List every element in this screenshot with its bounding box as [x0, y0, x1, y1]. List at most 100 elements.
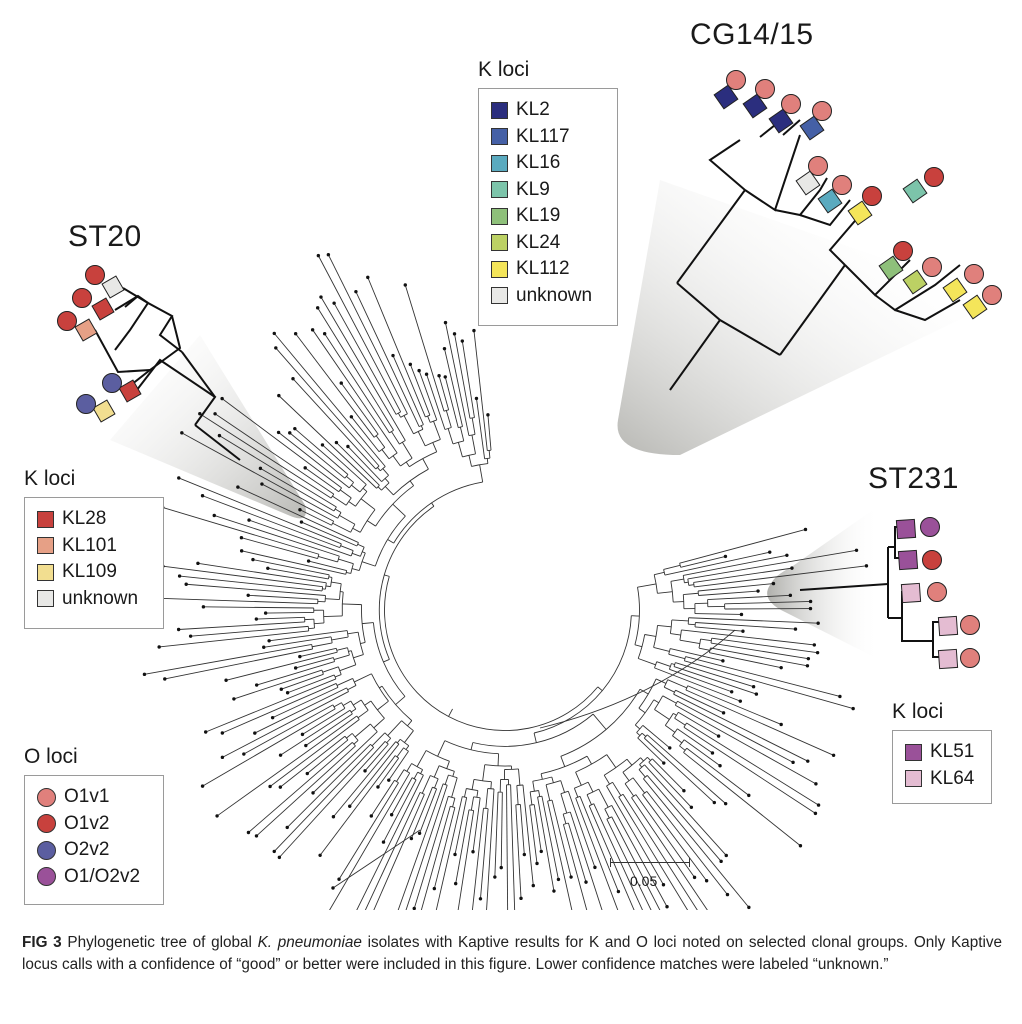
tree-branch	[551, 799, 572, 878]
swatch-square-icon	[491, 207, 508, 225]
tree-branch	[295, 333, 375, 438]
tree-tip	[417, 831, 422, 835]
tree-branch	[637, 583, 657, 588]
tree-branch	[646, 775, 722, 862]
tree-tip	[768, 550, 772, 554]
st20-zoom-wedge	[110, 335, 306, 519]
tree-branch	[642, 794, 707, 882]
tree-arc	[381, 474, 389, 482]
tree-arc	[335, 648, 338, 653]
tree-branch	[349, 743, 400, 807]
tree-branch	[468, 455, 472, 467]
tree-tip	[616, 889, 621, 894]
tree-branch	[683, 592, 699, 596]
tree-branch	[269, 630, 348, 642]
inset-branch	[122, 287, 149, 304]
tree-tip	[389, 813, 394, 817]
st231-title: ST231	[868, 462, 959, 495]
tree-tip	[285, 825, 289, 830]
tree-tip	[239, 536, 244, 540]
tree-branch	[327, 254, 408, 414]
tree-tip	[741, 629, 745, 633]
tree-branch	[273, 747, 375, 852]
tree-branch	[302, 707, 346, 735]
tree-tip	[246, 593, 250, 597]
legend-label: KL16	[516, 152, 561, 174]
inset-branch	[799, 199, 851, 227]
tree-tip	[319, 295, 323, 299]
tree-tip	[157, 645, 161, 649]
tree-branch	[433, 765, 440, 778]
tree-arc	[683, 656, 686, 661]
tree-branch	[248, 594, 318, 600]
tree-tip	[478, 897, 483, 901]
tree-branch	[688, 623, 696, 626]
tree-tip	[665, 905, 669, 909]
tree-tip	[239, 549, 244, 553]
tree-branch	[606, 785, 664, 885]
tree-arc	[466, 788, 478, 792]
tree-tip	[188, 634, 193, 638]
tree-tip	[163, 677, 167, 681]
tree-branch	[420, 769, 424, 774]
o-locus-circle-icon	[812, 101, 832, 121]
tree-branch	[672, 735, 683, 744]
tree-branch	[598, 788, 609, 808]
tree-branch	[205, 678, 337, 733]
tree-branch	[634, 644, 643, 648]
k-locus-square-icon	[902, 178, 928, 204]
tree-arc	[425, 750, 450, 762]
tree-branch	[497, 753, 500, 766]
tree-branch	[455, 809, 470, 884]
tree-branch	[631, 797, 708, 910]
inset-branch	[799, 583, 889, 591]
tree-branch	[409, 480, 414, 486]
tree-tip	[224, 678, 228, 682]
tree-tip	[285, 691, 290, 695]
legend-label: KL64	[930, 767, 975, 789]
o-locus-circle-icon	[922, 257, 942, 277]
tree-branch	[420, 425, 424, 430]
tree-branch	[252, 559, 330, 576]
tree-branch	[641, 732, 647, 737]
tree-tip	[274, 346, 278, 350]
k-locus-square-icon	[847, 200, 873, 226]
legend-item: O1v2	[37, 811, 151, 838]
tree-arc	[639, 756, 648, 765]
tree-arc	[637, 732, 643, 739]
tree-tip	[499, 865, 503, 870]
tree-branch	[333, 702, 342, 708]
tree-tip	[738, 699, 743, 703]
tree-branch	[684, 581, 689, 584]
tree-arc	[648, 758, 653, 763]
tree-arc	[399, 440, 406, 445]
swatch-square-icon	[491, 154, 508, 172]
tree-branch	[347, 685, 357, 691]
tree-branch	[254, 687, 347, 734]
tree-arc	[637, 634, 646, 659]
k-locus-square-icon	[962, 294, 988, 320]
tree-branch	[340, 382, 379, 435]
k-loci-legend-st231: KL51 KL64	[892, 730, 992, 804]
tree-branch	[295, 657, 334, 669]
swatch-square-icon	[491, 101, 508, 119]
tree-branch	[409, 364, 431, 416]
tree-branch	[667, 679, 688, 689]
k-locus-square-icon	[74, 318, 98, 342]
tree-branch	[360, 498, 376, 510]
tree-branch	[677, 700, 794, 763]
tree-branch	[695, 626, 743, 632]
tree-branch	[673, 693, 808, 762]
o-locus-circle-icon	[964, 264, 984, 284]
tree-branch	[648, 761, 692, 808]
k-loci-legend-st20: KL28 KL101 KL109 unknown	[24, 497, 164, 629]
tree-branch	[353, 654, 364, 659]
tree-tip	[217, 433, 222, 438]
tree-branch	[638, 658, 656, 666]
o-locus-circle-icon	[726, 70, 746, 90]
tree-branch	[338, 782, 399, 880]
tree-branch	[332, 522, 351, 533]
tree-tip	[276, 430, 281, 435]
tree-arc	[563, 811, 571, 815]
tree-branch	[482, 764, 486, 781]
